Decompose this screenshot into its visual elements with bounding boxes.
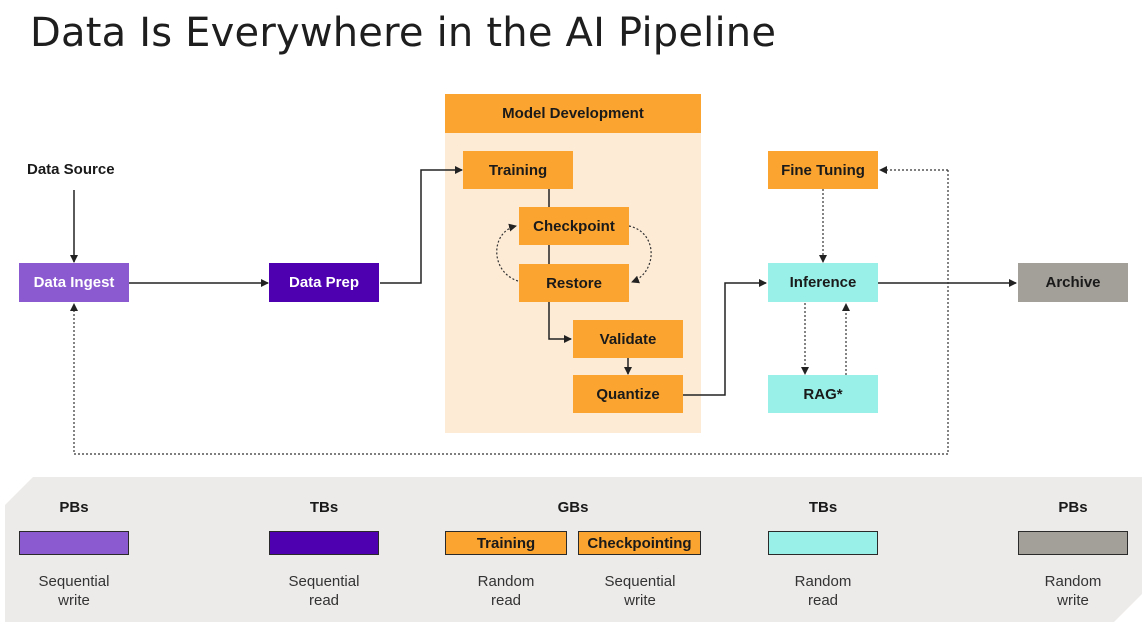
model-development-header: Model Development (445, 94, 701, 133)
legend-swatch-prep (269, 531, 379, 555)
legend-swatch-checkpointing: Checkpointing (578, 531, 701, 555)
arrow-prep-to-training (380, 166, 463, 284)
legend-size-inference: TBs (808, 499, 838, 516)
inference-node[interactable]: Inference (768, 263, 878, 302)
feedback-loop-to-ingest (70, 170, 949, 455)
quantize-node[interactable]: Quantize (573, 375, 683, 413)
arrow-restore-to-validate (548, 302, 572, 343)
loop-restore-to-checkpoint (496, 223, 519, 282)
data-source-label: Data Source (27, 161, 115, 178)
training-node[interactable]: Training (463, 151, 573, 189)
restore-node[interactable]: Restore (519, 264, 629, 302)
data-ingest-node[interactable]: Data Ingest (19, 263, 129, 302)
fine-tuning-node[interactable]: Fine Tuning (768, 151, 878, 189)
legend-size-prep: TBs (309, 499, 339, 516)
legend-panel (5, 477, 1142, 622)
rag-node[interactable]: RAG* (768, 375, 878, 413)
page-title: Data Is Everywhere in the AI Pipeline (30, 10, 777, 56)
loop-checkpoint-to-restore (628, 225, 652, 284)
legend-size-ingest: PBs (59, 499, 89, 516)
data-prep-node[interactable]: Data Prep (269, 263, 379, 302)
arrow-quantize-to-inference (683, 279, 767, 396)
legend-swatch-inference (768, 531, 878, 555)
legend-size-archive: PBs (1058, 499, 1088, 516)
checkpoint-node[interactable]: Checkpoint (519, 207, 629, 245)
legend-swatch-ingest (19, 531, 129, 555)
validate-node[interactable]: Validate (573, 320, 683, 358)
legend-swatch-archive (1018, 531, 1128, 555)
legend-swatch-training: Training (445, 531, 567, 555)
legend-size-model: GBs (557, 499, 589, 516)
archive-node[interactable]: Archive (1018, 263, 1128, 302)
